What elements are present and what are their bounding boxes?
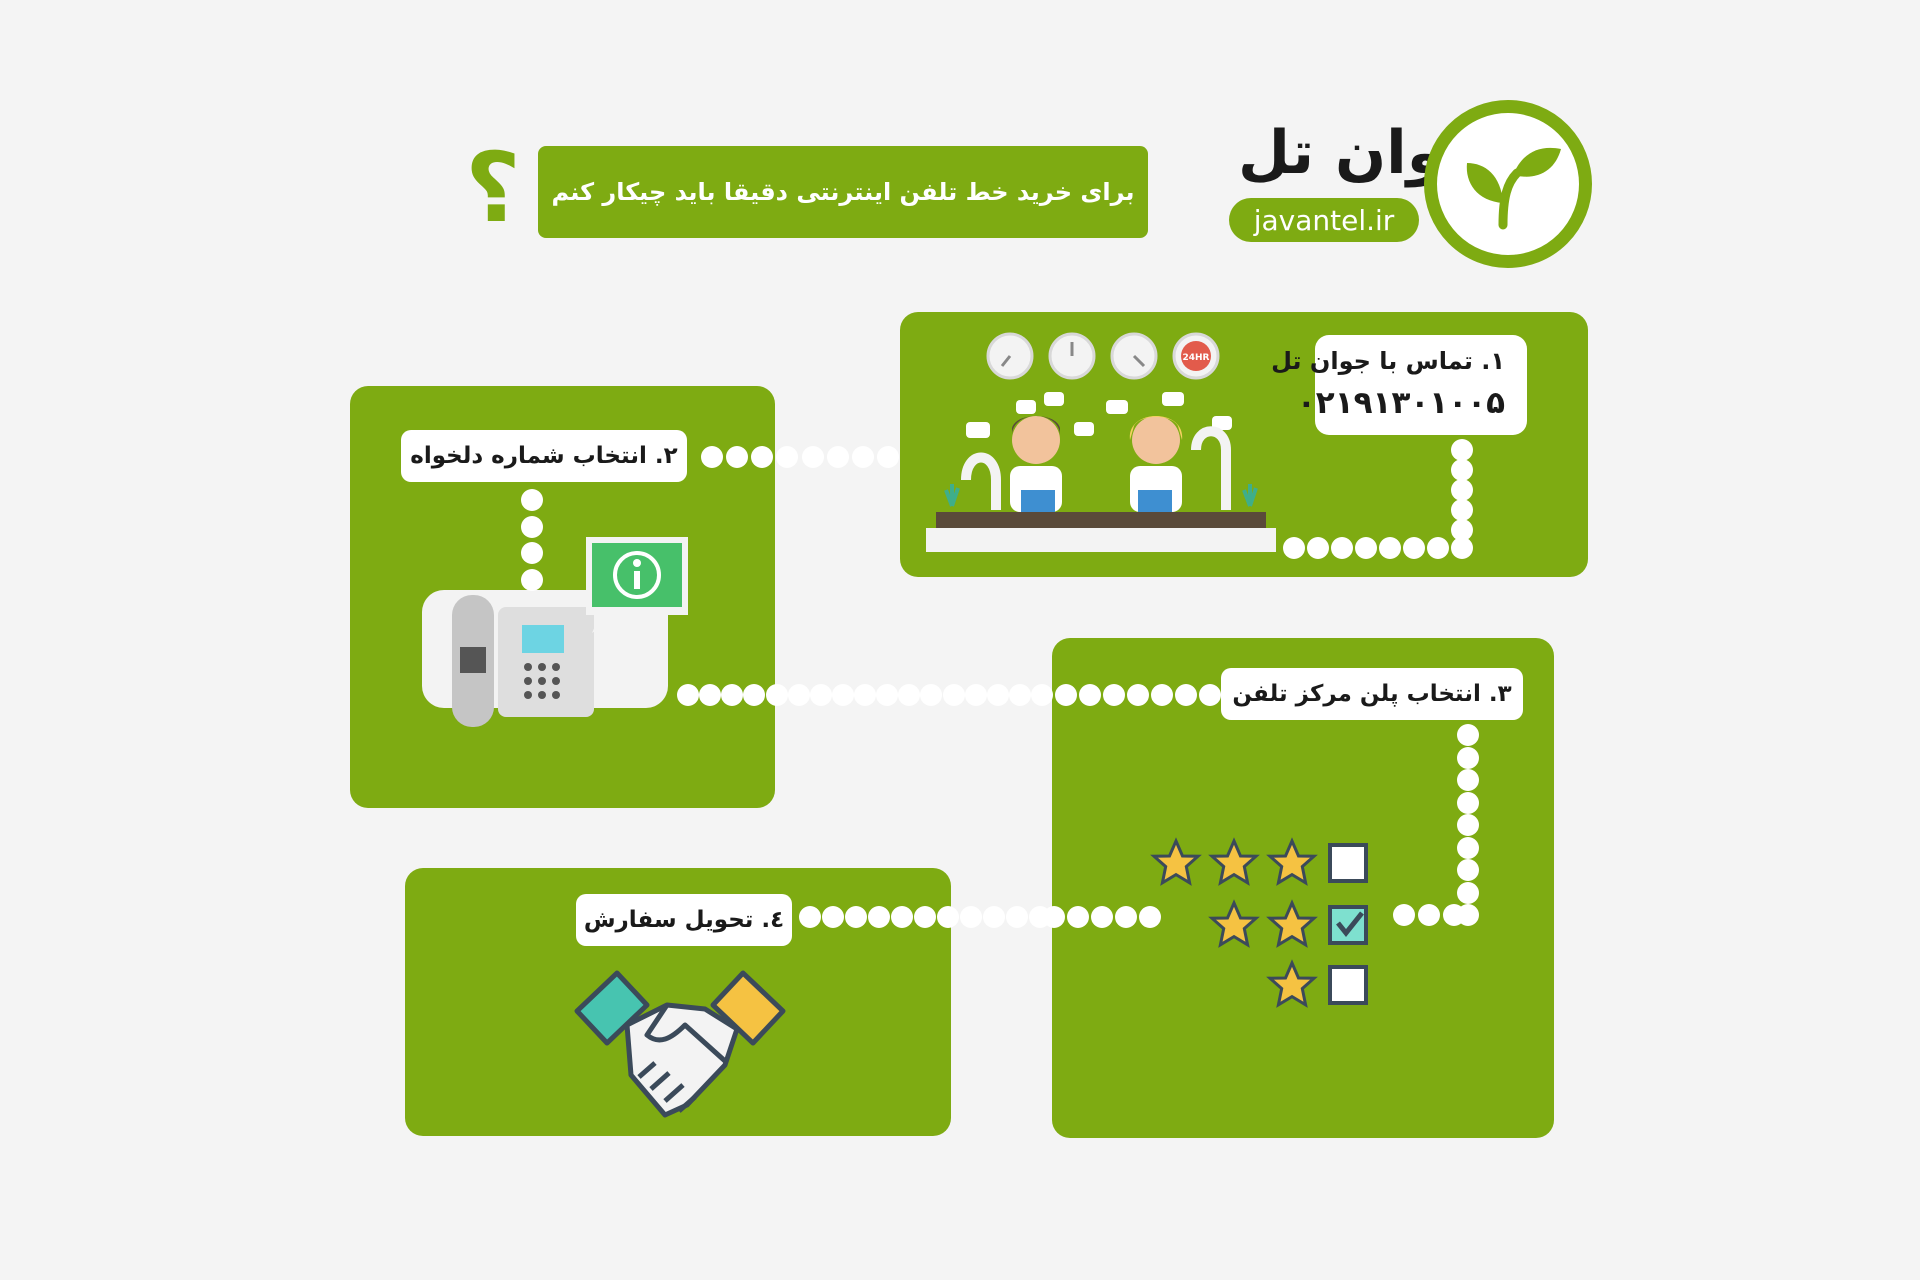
connector-dot	[1451, 479, 1473, 501]
connector-dot	[891, 906, 913, 928]
connector-dot	[1043, 906, 1065, 928]
connector-dot	[1115, 906, 1137, 928]
connector-dot	[1451, 519, 1473, 541]
connector-dot	[1427, 537, 1449, 559]
connector-dot	[1451, 439, 1473, 461]
step-3-label: ۳. انتخاب پلن مرکز تلفن	[1221, 668, 1523, 720]
connector-dot	[1451, 499, 1473, 521]
connector-dot	[521, 569, 543, 591]
connector-dot	[1355, 537, 1377, 559]
connector-dot	[1031, 684, 1053, 706]
logo-icon	[1424, 100, 1592, 268]
connector-dot	[1283, 537, 1305, 559]
step-1-label: ۱. تماس با جوان تل ۰۲۱۹۱۳۰۱۰۰۵	[1271, 335, 1527, 435]
handshake-icon	[574, 965, 786, 1125]
connector-dot	[1055, 684, 1077, 706]
connector-dot	[898, 684, 921, 706]
connector-dot	[721, 684, 744, 706]
connector-dot	[1139, 906, 1161, 928]
step-4-title: ٤. تحویل سفارش	[583, 907, 785, 933]
connector-dot	[1067, 906, 1089, 928]
connector-dot	[1079, 684, 1101, 706]
connector-dot	[1451, 459, 1473, 481]
website-text: javantel.ir	[1253, 203, 1395, 237]
connector-dot	[801, 446, 824, 468]
question-text: برای خرید خط تلفن اینترنتی دقیقا باید چی…	[551, 178, 1135, 206]
connector-dot	[751, 446, 774, 468]
connector-dot	[1457, 746, 1479, 769]
connector-dot	[1008, 684, 1031, 706]
connector-dot	[1457, 814, 1479, 836]
step-3-title: ۳. انتخاب پلن مرکز تلفن	[1232, 681, 1512, 707]
connector-dot	[1457, 859, 1479, 881]
connector-dot	[1006, 906, 1028, 928]
connector-dot	[787, 684, 810, 706]
connector-dot	[851, 446, 874, 468]
connector-dot	[809, 684, 832, 706]
step-2-title: ۲. انتخاب شماره دلخواه	[410, 443, 678, 469]
step-4-label: ٤. تحویل سفارش	[576, 894, 792, 946]
connector-dot	[960, 906, 982, 928]
connector-dot	[1418, 904, 1440, 926]
connector-dot	[1457, 724, 1479, 746]
connector-dot	[1443, 904, 1465, 926]
connector-dot	[868, 906, 890, 928]
connector-dot	[726, 446, 749, 468]
connector-dot	[942, 684, 965, 706]
connector-dot	[1457, 836, 1479, 859]
connector-dot	[1127, 684, 1149, 706]
connector-dot	[876, 684, 899, 706]
step-1-title: ۱. تماس با جوان تل	[1271, 347, 1505, 375]
connector-dot	[1307, 537, 1329, 559]
connector-dot	[765, 684, 788, 706]
clock-icon	[1048, 332, 1096, 380]
connector-dot	[831, 684, 854, 706]
connector-dot	[743, 684, 766, 706]
connector-dot	[920, 684, 943, 706]
connector-dot	[799, 906, 821, 928]
connector-dot	[776, 446, 799, 468]
connector-dot	[1091, 906, 1113, 928]
clock-icon	[1110, 332, 1158, 380]
connector-dot	[1151, 684, 1173, 706]
svg-text:24HR: 24HR	[1183, 353, 1210, 363]
connector-dot	[822, 906, 844, 928]
connector-dot	[1393, 904, 1415, 926]
step-1-phone-number[interactable]: ۰۲۱۹۱۳۰۱۰۰۵	[1296, 385, 1505, 421]
star-rating-icon	[1150, 835, 1380, 1015]
connector-dot	[964, 684, 987, 706]
24hr-badge-icon: 24HR	[1172, 332, 1220, 380]
connector-dot	[826, 446, 849, 468]
connector-dot	[699, 684, 722, 706]
website-link[interactable]: javantel.ir	[1229, 198, 1419, 242]
question-banner: برای خرید خط تلفن اینترنتی دقیقا باید چی…	[538, 146, 1148, 238]
connector-dot	[914, 906, 936, 928]
question-mark-icon: ؟	[465, 132, 521, 244]
connector-dot	[677, 684, 699, 706]
connector-dot	[983, 906, 1005, 928]
clock-icon	[986, 332, 1034, 380]
connector-dot	[845, 906, 867, 928]
connector-dot	[521, 489, 543, 511]
connector-dot	[521, 542, 543, 565]
connector-dot	[1103, 684, 1125, 706]
connector-dot	[877, 446, 899, 468]
connector-dot	[1457, 791, 1479, 814]
connector-dot	[1451, 537, 1473, 559]
connector-dot	[521, 515, 543, 538]
connector-dot	[1175, 684, 1197, 706]
desk-phone-icon	[420, 535, 690, 730]
connector-dot	[986, 684, 1009, 706]
connector-dot	[1199, 684, 1221, 706]
connector-dot	[854, 684, 876, 706]
connector-dot	[1403, 537, 1425, 559]
connector-dot	[1457, 769, 1479, 791]
step-2-label: ۲. انتخاب شماره دلخواه	[401, 430, 687, 482]
connector-dot	[1457, 881, 1479, 904]
connector-dot	[1331, 537, 1353, 559]
connector-dot	[937, 906, 959, 928]
call-center-icon: 24HR	[926, 330, 1276, 562]
connector-dot	[701, 446, 723, 468]
connector-dot	[1379, 537, 1401, 559]
